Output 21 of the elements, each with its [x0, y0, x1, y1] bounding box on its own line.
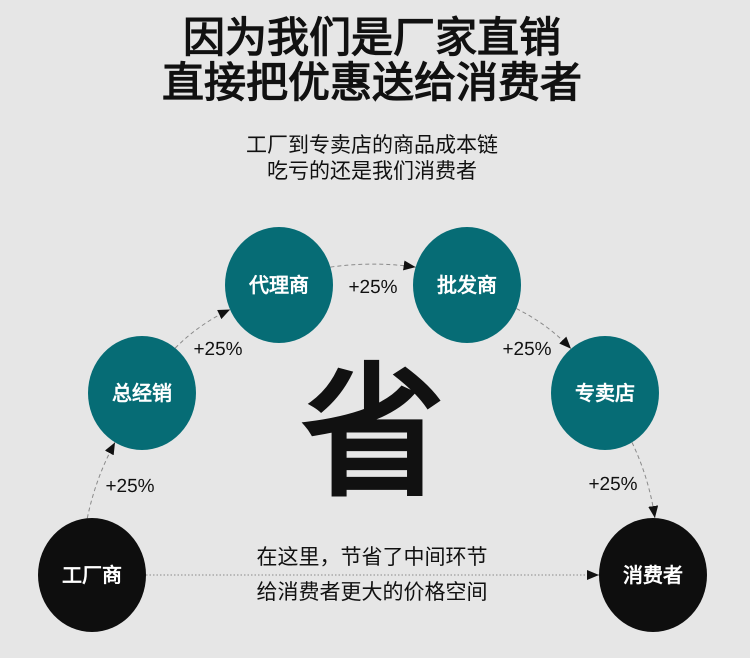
edge-label: +25% — [588, 472, 638, 497]
dashed-arrow — [632, 442, 658, 518]
title: 因为我们是厂家直销直接把优惠送给消费者 — [162, 15, 582, 105]
edge-label: +25% — [502, 338, 552, 362]
subtitle: 工厂到专卖店的商品成本链吃亏的还是我们消费者 — [245, 132, 500, 184]
node-label: 批发商 — [437, 273, 497, 297]
node-label: 专卖店 — [575, 381, 635, 405]
dashed-arrow — [174, 309, 231, 349]
edge-label: 在这里，节省了中间环节给消费者更大的价格空间 — [256, 544, 488, 606]
node-label: 工厂商 — [62, 563, 122, 587]
dashed-arrow — [86, 442, 116, 519]
node-label: 消费者 — [623, 563, 683, 587]
node-label: 代理商 — [249, 273, 309, 297]
dashed-arrow — [516, 308, 572, 350]
dashed-arrow — [146, 570, 600, 580]
edge-label: +25% — [193, 338, 243, 362]
edge-label: +25% — [105, 474, 155, 499]
edge-label: +25% — [348, 276, 398, 300]
node-label: 总经销 — [112, 381, 172, 405]
dashed-arrow — [330, 260, 416, 271]
big-character: 省 — [301, 358, 445, 508]
